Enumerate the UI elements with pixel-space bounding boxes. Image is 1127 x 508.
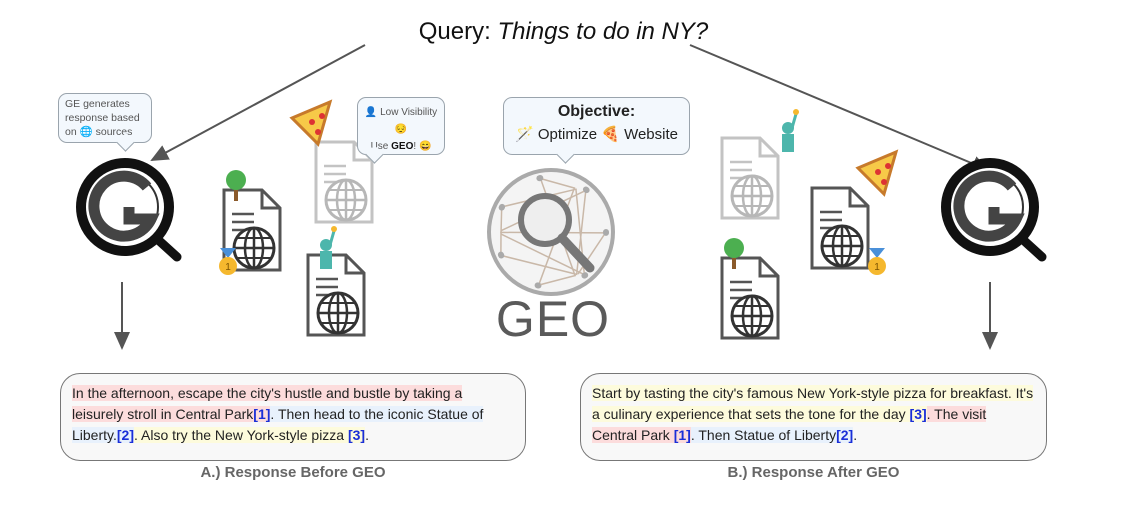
- citation: [2]: [836, 427, 854, 443]
- person-icon: 👤: [364, 107, 378, 118]
- web-document-icon: [306, 226, 366, 337]
- query-title: Query: Things to do in NY?: [0, 18, 1127, 46]
- bubble-text: Use: [370, 141, 389, 152]
- pizza-icon: [855, 149, 899, 197]
- web-document-icon: [720, 136, 780, 220]
- query-arrow-right: [689, 44, 990, 172]
- citation: [3]: [347, 427, 366, 443]
- bubble-bold: GEO: [391, 141, 414, 152]
- response-before-caption: A.) Response Before GEO: [200, 464, 386, 481]
- tree-icon: [226, 170, 246, 201]
- medal-icon: 1: [219, 248, 237, 275]
- ge-generates-bubble: GE generates response based on 🌐 sources: [58, 93, 152, 143]
- web-document-icon: [720, 238, 780, 340]
- citation: [1]: [673, 427, 691, 443]
- globe-icon: [730, 294, 774, 338]
- bubble-text: Low Visibility: [380, 107, 438, 118]
- objective-word: Optimize: [537, 126, 598, 143]
- happy-face-icon: 😄: [418, 141, 432, 152]
- statue-of-liberty-icon: [320, 226, 337, 269]
- citation: [3]: [909, 406, 927, 422]
- globe-icon: [324, 178, 368, 222]
- bubble-text: sources: [95, 126, 133, 138]
- bubble-line: GE generates: [65, 98, 130, 110]
- response-after-caption: B.) Response After GEO: [727, 464, 900, 481]
- response-before-box: In the afternoon, escape the city's hust…: [60, 373, 526, 461]
- generative-engine-logo: [76, 158, 182, 262]
- objective-bubble: Objective: 🪄 Optimize 🍕 Website: [503, 97, 690, 155]
- sad-face-icon: 😔: [394, 124, 408, 135]
- g-letter-icon: [953, 170, 1025, 242]
- objective-title: Objective:: [557, 103, 636, 120]
- medal-rank: 1: [225, 262, 231, 273]
- web-document-icon: [314, 140, 374, 224]
- response-segment: .: [853, 427, 858, 443]
- tree-icon: [724, 238, 744, 269]
- bubble-text: !: [413, 141, 417, 152]
- query-arrow-left: [150, 44, 366, 161]
- globe-icon: [730, 174, 774, 218]
- citation: [2]: [116, 427, 134, 443]
- objective-word: Website: [624, 126, 678, 143]
- geo-label: GEO: [495, 291, 611, 347]
- geo-globe-magnifier-icon: [487, 168, 615, 296]
- magic-wand-icon: 🪄: [515, 126, 534, 143]
- globe-icon: [316, 291, 360, 335]
- statue-of-liberty-icon: [782, 109, 799, 152]
- magnifier-icon: [518, 193, 572, 247]
- bubble-line: Use GEO! 😄: [364, 138, 438, 155]
- globe-icon: 🌐: [79, 126, 93, 138]
- objective-text: 🪄 Optimize 🍕 Website: [512, 125, 681, 143]
- bubble-line: 👤 Low Visibility 😔: [364, 104, 438, 138]
- globe-icon: [820, 224, 864, 268]
- citation: [1]: [253, 406, 271, 422]
- response-segment: .: [365, 427, 369, 443]
- generative-engine-logo: [941, 158, 1047, 262]
- low-visibility-bubble: 👤 Low Visibility 😔 Use GEO! 😄: [357, 97, 445, 155]
- medal-icon: 1: [868, 248, 886, 275]
- bubble-line: on 🌐 sources: [65, 125, 145, 139]
- g-letter-icon: [88, 170, 160, 242]
- web-document-icon: [222, 170, 282, 272]
- globe-icon: [232, 226, 276, 270]
- query-label: Query:: [418, 18, 491, 45]
- medal-rank: 1: [874, 262, 880, 273]
- query-text: Things to do in NY?: [497, 18, 709, 45]
- pizza-icon: [289, 99, 333, 147]
- pizza-icon: 🍕: [601, 126, 620, 143]
- web-document-icon: [810, 186, 870, 270]
- response-after-box: Start by tasting the city's famous New Y…: [580, 373, 1047, 461]
- response-segment: . Also try the New York-style pizza: [134, 427, 348, 443]
- bubble-line: response based: [65, 112, 140, 124]
- response-segment: . Then Statue of Liberty: [690, 427, 837, 443]
- bubble-text: on: [65, 126, 77, 138]
